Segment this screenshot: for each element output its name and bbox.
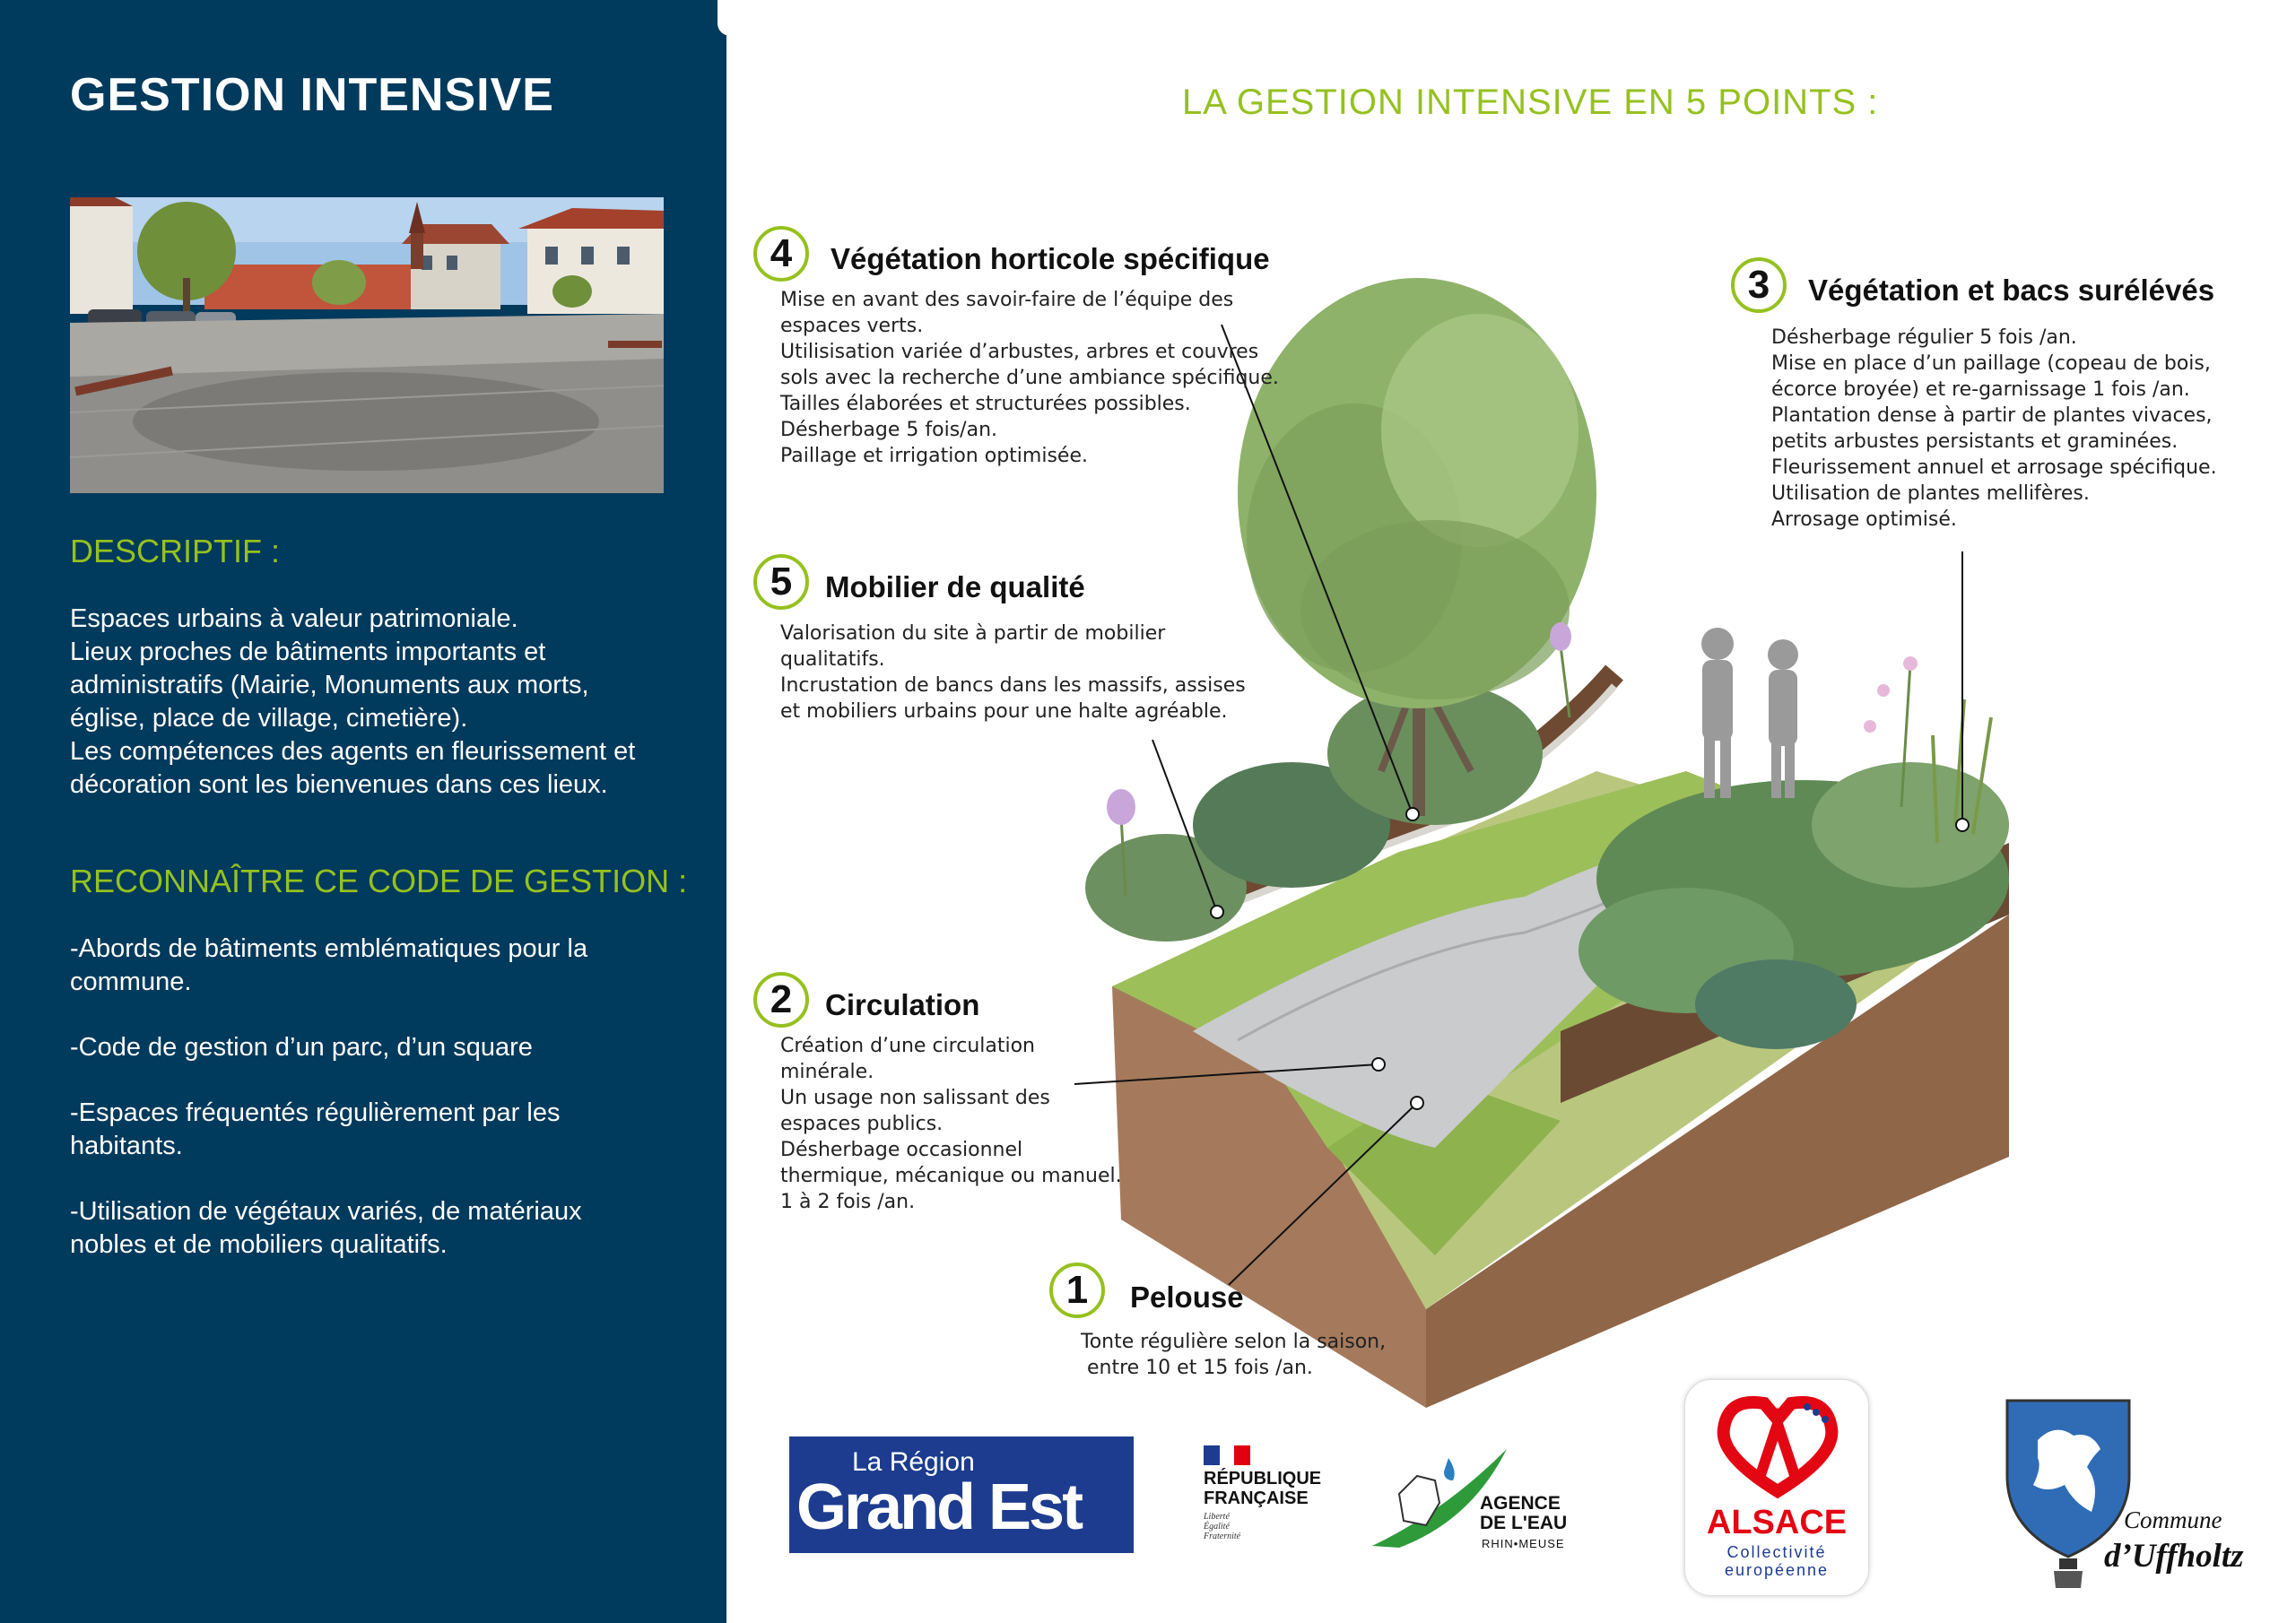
commune-line2: d’Uffholtz <box>2104 1538 2244 1575</box>
point-5-number: 5 <box>753 554 809 610</box>
point-4-title: Végétation horticole spécifique <box>831 242 1270 275</box>
point-2-line: Un usage non salissant des <box>780 1087 1050 1109</box>
region-grand-est-logo: La Région Grand Est <box>789 1436 1134 1553</box>
point-2-line: thermique, mécanique ou manuel. <box>780 1165 1122 1187</box>
point-2-line: Désherbage occasionnel <box>780 1139 1023 1161</box>
point-4-line: Tailles élaborées et structurées possibl… <box>780 393 1191 415</box>
point-2-title: Circulation <box>825 988 980 1021</box>
alsace-sub: Collectivité <box>1726 1543 1827 1561</box>
agence-line3: RHIN•MEUSE <box>1482 1537 1565 1550</box>
marianne-flag-icon <box>1204 1445 1250 1465</box>
region-logo-line2: Grand Est <box>796 1471 1083 1543</box>
point-3-line: Fleurissement annuel et arrosage spécifi… <box>1771 456 2217 479</box>
code-item: -Code de gestion d’un parc, d’un square <box>70 1033 533 1062</box>
rf-line1: RÉPUBLIQUE <box>1204 1469 1322 1488</box>
point-1-description: Tonte régulière selon la saison, entre 1… <box>1081 1329 1386 1381</box>
point-1-title: Pelouse <box>1130 1280 1244 1314</box>
page-title: GESTION INTENSIVE <box>70 69 554 121</box>
rf-line2: FRANÇAISE <box>1204 1488 1309 1508</box>
alsace-name: ALSACE <box>1706 1504 1848 1541</box>
point-5-line: qualitatifs. <box>780 648 885 671</box>
agence-eau-logo: AGENCE DE L'EAU RHIN•MEUSE <box>1363 1440 1596 1557</box>
point-4-line: Utilisisation variée d’arbustes, arbres … <box>780 341 1259 363</box>
point-2-line: minérale. <box>780 1061 874 1083</box>
point-4-line: espaces verts. <box>780 315 924 337</box>
point-5-description: Valorisation du site à partir de mobilie… <box>780 621 1246 725</box>
rf-motto: Fraternité <box>1204 1532 1241 1541</box>
descriptif-line: Espaces urbains à valeur patrimoniale. <box>70 604 518 633</box>
descriptif-heading: DESCRIPTIF : <box>70 533 281 569</box>
main-title: LA GESTION INTENSIVE EN 5 POINTS : <box>1182 82 1879 122</box>
point-4-description: Mise en avant des savoir-faire de l’équi… <box>780 287 1279 469</box>
descriptif-line: Les compétences des agents en fleurissem… <box>70 737 636 766</box>
garden-illustration <box>1058 269 2027 1417</box>
region-logo-line1: La Région <box>852 1447 975 1477</box>
rf-motto: Égalité <box>1204 1522 1230 1532</box>
point-5-line: Incrustation de bancs dans les massifs, … <box>780 674 1246 697</box>
coat-of-arms-icon <box>2005 1399 2131 1588</box>
reconnaitre-heading: RECONNAÎTRE CE CODE DE GESTION : <box>70 863 688 899</box>
point-2-number: 2 <box>753 972 809 1028</box>
point-4-line: Mise en avant des savoir-faire de l’équi… <box>780 289 1234 311</box>
point-1-line: entre 10 et 15 fois /an. <box>1081 1357 1313 1379</box>
point-5-title: Mobilier de qualité <box>825 570 1085 603</box>
code-item: commune. <box>70 968 192 996</box>
agence-line1: AGENCE <box>1480 1493 1561 1514</box>
point-5-line: Valorisation du site à partir de mobilie… <box>780 622 1166 645</box>
point-4-line: Désherbage 5 fois/an. <box>780 419 997 441</box>
agence-line2: DE L'EAU <box>1480 1513 1568 1533</box>
point-1-line: Tonte régulière selon la saison, <box>1081 1331 1387 1353</box>
point-3-line: Utilisation de plantes mellifères. <box>1771 482 2090 505</box>
descriptif-text: Espaces urbains à valeur patrimoniale. L… <box>70 603 680 802</box>
commune-line1: Commune <box>2124 1506 2222 1533</box>
alsace-sub: européenne <box>1724 1561 1830 1579</box>
left-panel: GESTION INTENSIVE <box>0 0 730 1623</box>
republique-francaise-logo: RÉPUBLIQUE FRANÇAISE Liberté Égalité Fra… <box>1204 1445 1329 1553</box>
rf-motto: Liberté <box>1204 1512 1230 1522</box>
point-3-line: Arrosage optimisé. <box>1771 508 1957 531</box>
point-4-line: Paillage et irrigation optimisée. <box>780 445 1088 467</box>
point-2-description: Création d’une circulation minérale. Un … <box>780 1033 1122 1215</box>
code-item: -Abords de bâtiments emblématiques pour … <box>70 934 588 963</box>
point-2-line: espaces publics. <box>780 1113 944 1135</box>
agence-eau-swoosh-icon <box>1372 1449 1507 1548</box>
commune-uffholtz-logo: Commune d’Uffholtz <box>2002 1395 2289 1601</box>
point-3-line: Mise en place d’un paillage (copeau de b… <box>1771 352 2211 375</box>
point-3-number: 3 <box>1731 257 1787 313</box>
point-4-number: 4 <box>753 226 809 282</box>
code-item: nobles et de mobiliers qualitatifs. <box>70 1230 448 1259</box>
alsace-logo: ALSACE Collectivité européenne <box>1684 1379 1869 1596</box>
code-item: habitants. <box>70 1132 183 1160</box>
point-3-line: Désherbage régulier 5 fois /an. <box>1771 326 2077 349</box>
descriptif-line: église, place de village, cimetière). <box>70 704 468 733</box>
point-2-line: Création d’une circulation <box>780 1035 1035 1057</box>
descriptif-line: Lieux proches de bâtiments importants et <box>70 638 546 666</box>
code-item: -Espaces fréquentés régulièrement par le… <box>70 1098 561 1127</box>
point-4-line: sols avec la recherche d’une ambiance sp… <box>780 367 1279 389</box>
code-list: -Abords de bâtiments emblématiques pour … <box>70 933 680 1262</box>
village-square-photo <box>70 197 664 493</box>
point-2-line: 1 à 2 fois /an. <box>780 1191 916 1213</box>
code-item: -Utilisation de végétaux variés, de maté… <box>70 1197 582 1226</box>
point-5-line: et mobiliers urbains pour une halte agré… <box>780 700 1228 723</box>
point-3-line: petits arbustes persistants et graminées… <box>1771 430 2179 453</box>
point-1-number: 1 <box>1049 1263 1105 1318</box>
point-3-line: Plantation dense à partir de plantes viv… <box>1771 404 2213 427</box>
descriptif-line: administratifs (Mairie, Monuments aux mo… <box>70 671 589 699</box>
descriptif-line: décoration sont les bienvenues dans ces … <box>70 770 608 799</box>
point-3-title: Végétation et bacs surélévés <box>1808 273 2215 307</box>
point-3-description: Désherbage régulier 5 fois /an. Mise en … <box>1771 325 2217 533</box>
point-3-line: écorce broyée) et re-garnissage 1 fois /… <box>1771 378 2190 401</box>
alsace-heart-icon <box>1717 1395 1839 1499</box>
